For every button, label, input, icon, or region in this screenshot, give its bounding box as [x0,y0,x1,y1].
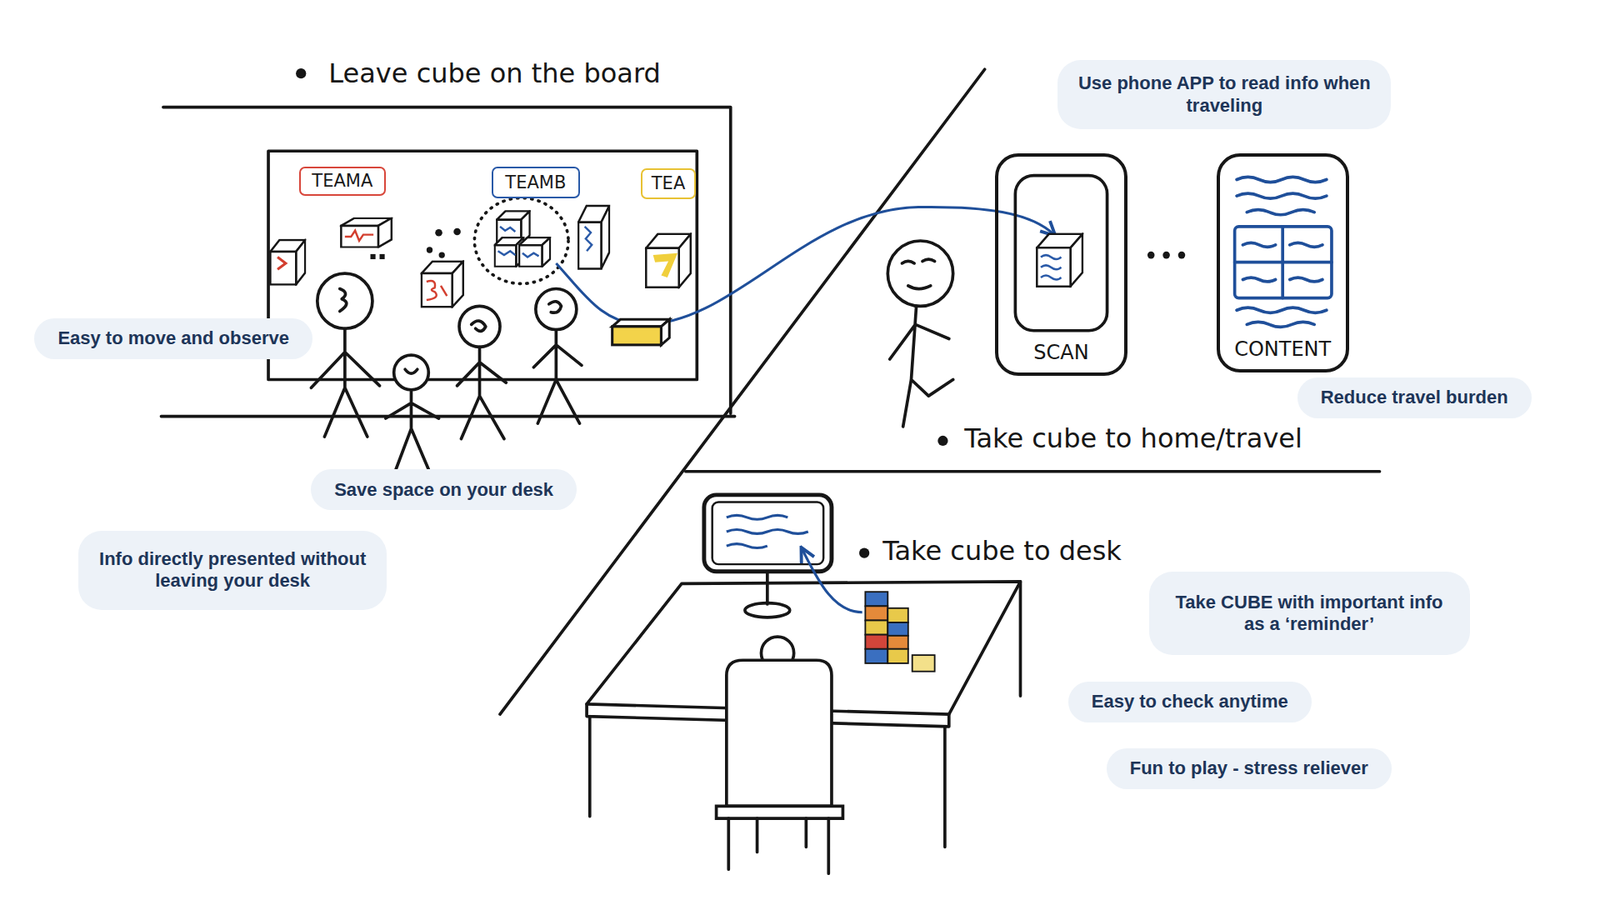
label-text: Save space on your desk [334,479,554,501]
label-text: Take CUBE with important info as a ‘remi… [1165,591,1454,636]
section-heading: Take cube to home/travel [964,422,1303,455]
phone-screen: SCAN [995,153,1128,376]
benefit-pill: Info directly presented without leaving … [78,530,387,611]
benefit-pill: Save space on your desk [310,469,577,510]
screen-caption: SCAN [998,340,1125,365]
team-label: TEAMA [299,166,386,197]
label-text: Easy to check anytime [1091,690,1289,713]
label-text: TEAMA [311,170,373,191]
team-label: TEA [640,168,696,200]
label-text: Use phone APP to read info when travelin… [1074,72,1375,117]
benefit-pill: Fun to play - stress reliever [1106,748,1392,790]
benefit-pill: Take CUBE with important info as a ‘remi… [1149,571,1470,655]
screen-caption: CONTENT [1220,337,1346,361]
label-text: Easy to move and observe [57,327,290,350]
label-text: Reduce travel burden [1320,386,1509,409]
section-heading: Take cube to desk [882,535,1122,567]
team-label: TEAMB [491,166,580,199]
benefit-pill: Use phone APP to read info when travelin… [1057,60,1391,130]
label-text: TEAMB [505,172,566,193]
benefit-pill: Easy to check anytime [1068,681,1312,723]
label-text: TEA [651,173,685,194]
label-text: Fun to play - stress reliever [1130,757,1369,780]
label-text: Info directly presented without leaving … [95,548,370,593]
section-heading: Leave cube on the board [328,57,661,90]
benefit-pill: Reduce travel burden [1297,377,1532,419]
benefit-pill: Easy to move and observe [34,318,313,360]
phone-screen: CONTENT [1216,153,1350,373]
